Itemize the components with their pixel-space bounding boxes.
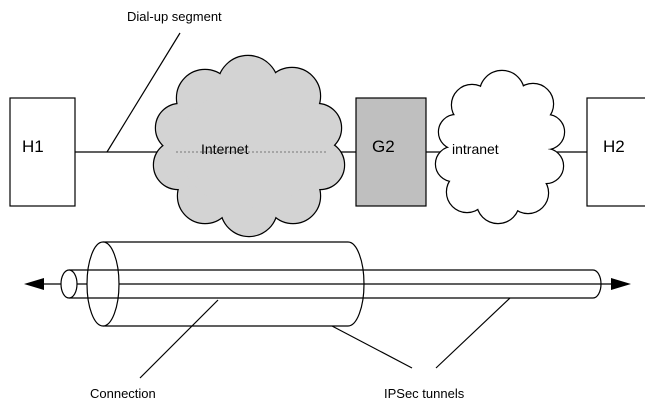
h2-label: H2 xyxy=(603,137,625,156)
intranet-label: intranet xyxy=(452,141,499,157)
host-h1-box xyxy=(9,97,76,207)
arrowhead-right xyxy=(611,278,631,290)
h1-label: H1 xyxy=(22,137,44,156)
connection-tube xyxy=(86,241,365,327)
ipsec-pointer-2 xyxy=(435,297,511,369)
dialup-pointer xyxy=(106,32,181,153)
connection-label: Connection xyxy=(90,386,156,401)
connection-pointer xyxy=(139,299,219,379)
internet-label: Internet xyxy=(201,141,249,157)
ipsec-tunnels-label: IPSec tunnels xyxy=(384,386,465,401)
intranet-cloud xyxy=(436,71,564,223)
gateway-g2-box xyxy=(355,97,427,207)
arrowhead-left xyxy=(24,278,44,290)
internet-cloud xyxy=(154,56,344,236)
ipsec-pointer-1 xyxy=(331,325,413,369)
dialup-segment-label: Dial-up segment xyxy=(127,9,222,24)
host-h2-box xyxy=(586,97,645,207)
g2-label: G2 xyxy=(372,137,395,156)
